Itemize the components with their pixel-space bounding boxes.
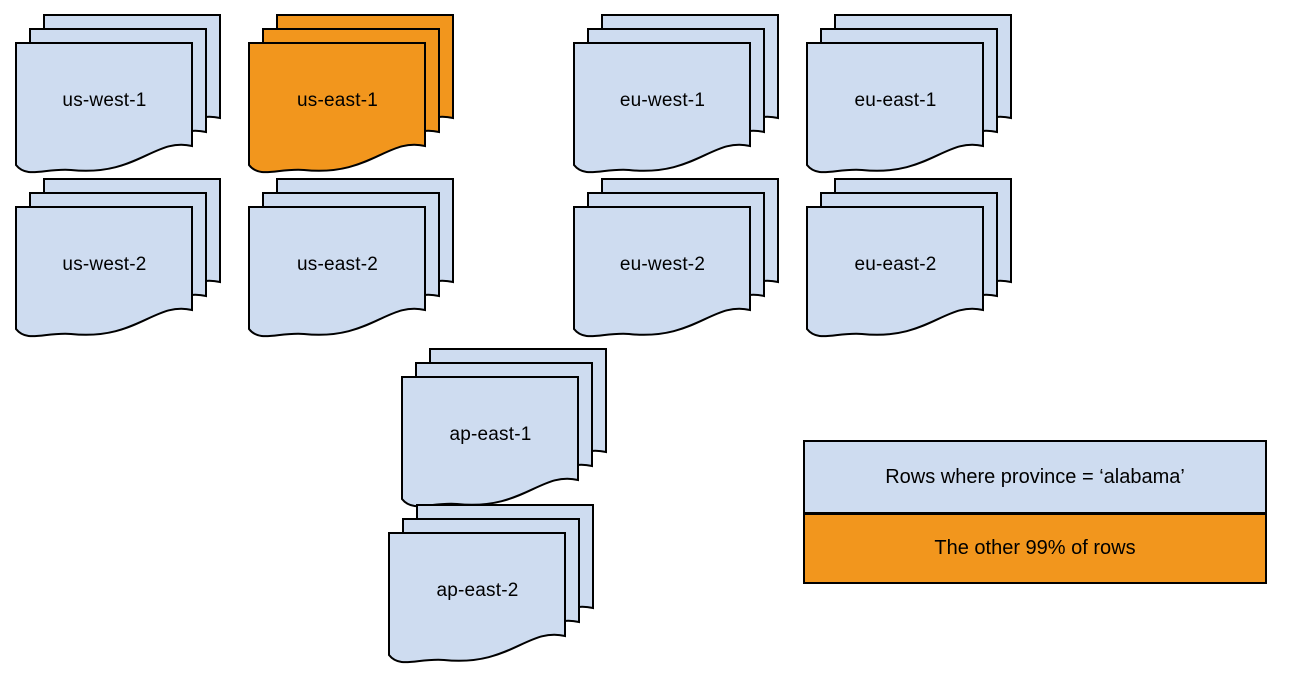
region-stack-eu-west-2: eu-west-2 [573,178,780,346]
legend-label-alabama: Rows where province = ‘alabama’ [885,465,1185,488]
region-label: us-east-2 [296,254,378,275]
region-stack-ap-east-1: ap-east-1 [401,348,608,516]
document-shape-icon [806,42,984,174]
document-shape-icon [248,206,426,338]
document-shape-icon [15,42,193,174]
document-shape-icon [248,42,426,174]
legend: Rows where province = ‘alabama’ The othe… [803,440,1267,584]
region-label: eu-east-1 [854,90,937,111]
region-stack-eu-east-1: eu-east-1 [806,14,1013,182]
document-shape-icon [573,42,751,174]
document-shape-icon [388,532,566,664]
document-shape-icon [15,206,193,338]
document-shape-icon [573,206,751,338]
legend-row-alabama: Rows where province = ‘alabama’ [805,442,1265,512]
region-stack-eu-east-2: eu-east-2 [806,178,1013,346]
region-stack-us-east-2: us-east-2 [248,178,455,346]
legend-label-other: The other 99% of rows [934,537,1136,559]
region-stack-eu-west-1: eu-west-1 [573,14,780,182]
region-stack-us-east-1: us-east-1 [248,14,455,182]
region-label: eu-west-2 [619,254,706,275]
legend-row-other: The other 99% of rows [805,512,1265,582]
region-stack-us-west-1: us-west-1 [15,14,222,182]
region-label: eu-east-2 [854,254,937,275]
region-label: us-west-2 [62,254,147,275]
document-shape-icon [806,206,984,338]
region-label: us-west-1 [62,90,147,111]
region-label: ap-east-2 [436,580,519,601]
region-stack-us-west-2: us-west-2 [15,178,222,346]
region-stack-ap-east-2: ap-east-2 [388,504,595,672]
region-label: us-east-1 [296,90,378,111]
region-label: ap-east-1 [449,424,532,445]
region-label: eu-west-1 [619,90,706,111]
